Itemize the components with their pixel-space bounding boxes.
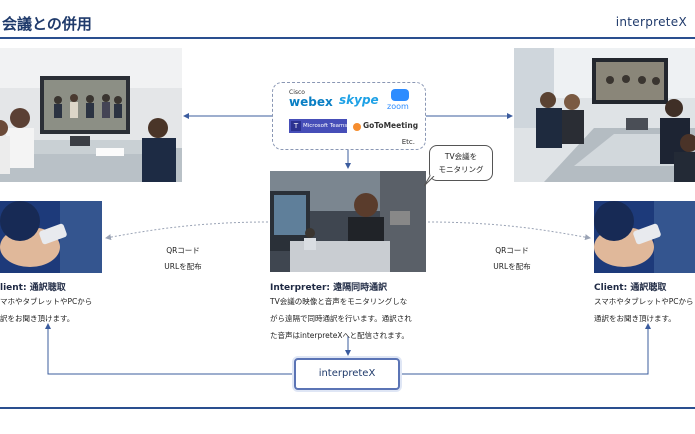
zoom-logo: zoom (387, 102, 409, 111)
bubble-tail (424, 176, 435, 187)
webex-logo-small: Cisco (289, 89, 305, 96)
client-right-title: Client: 通訳聴取 (594, 283, 667, 293)
etc-label: Etc. (401, 138, 415, 146)
arrow-to-client-left (45, 323, 294, 375)
client-left-description: マホやタブレットやPCから 訳をお聞き頂けます。 (0, 293, 92, 327)
interpreter-title: Interpreter: 遠隔同時通訳 (270, 283, 388, 293)
teams-logo-box (289, 119, 347, 133)
webex-logo: webex (289, 95, 333, 109)
conference-services-box: Cisco webex skype zoom T Microsoft Teams… (272, 82, 426, 150)
page-title: 会議との併用 (2, 15, 92, 33)
client-left-desc-line-2: 訳をお聞き頂けます。 (0, 314, 75, 323)
bubble-line-1: TV会議を (444, 152, 478, 161)
interpreter-desc-line-2: がら遠隔で同時通訳を行います。通訳され (270, 314, 412, 323)
meeting-room-photo-left (0, 48, 182, 182)
client-right-description: スマホやタブレットやPCから 通訳をお聞き頂けます。 (594, 293, 694, 327)
client-left-title: lient: 通訳聴取 (0, 283, 66, 293)
dotted-link-right (427, 221, 591, 241)
footer-divider (0, 407, 695, 409)
interpreter-desc-line-3: た音声はinterpreteXへと配信されます。 (270, 331, 409, 340)
gotomeeting-icon (353, 123, 361, 131)
teams-label: Microsoft Teams (303, 123, 348, 129)
client-photo-right (594, 201, 695, 273)
dotted-link-left (105, 221, 269, 241)
arrow-to-client-right (400, 323, 651, 375)
interpreter-desc-line-1: TV会議の映像と音声をモニタリングしな (270, 297, 408, 306)
brand-logo: interpreteX (615, 15, 687, 29)
interpretex-box-label: interpreteX (318, 368, 376, 379)
qr-url-label-left: QRコード URLを配布 (158, 243, 208, 275)
client-left-desc-line-1: マホやタブレットやPCから (0, 297, 93, 306)
interpretex-box: interpreteX (294, 358, 400, 390)
qr-label-left: QRコード (166, 246, 200, 255)
client-right-desc-line-2: 通訳をお聞き頂けます。 (594, 314, 676, 323)
bubble-line-2: モニタリング (438, 165, 484, 174)
header-divider (0, 37, 695, 39)
client-right-desc-line-1: スマホやタブレットやPCから (594, 297, 694, 306)
gotomeeting-logo: GoToMeeting (363, 121, 419, 130)
zoom-icon (391, 89, 409, 101)
interpreter-description: TV会議の映像と音声をモニタリングしな がら遠隔で同時通訳を行います。通訳され … (270, 293, 412, 344)
qr-label-right: QRコード (495, 246, 529, 255)
interpreter-photo (270, 171, 426, 272)
url-label-right: URLを配布 (493, 262, 531, 271)
skype-logo: skype (339, 93, 379, 107)
meeting-room-photo-right (514, 48, 695, 182)
monitoring-speech-bubble: TV会議を モニタリング (429, 145, 493, 181)
qr-url-label-right: QRコード URLを配布 (487, 243, 537, 275)
client-photo-left (0, 201, 102, 273)
teams-icon: T (291, 121, 301, 131)
url-label-left: URLを配布 (164, 262, 202, 271)
